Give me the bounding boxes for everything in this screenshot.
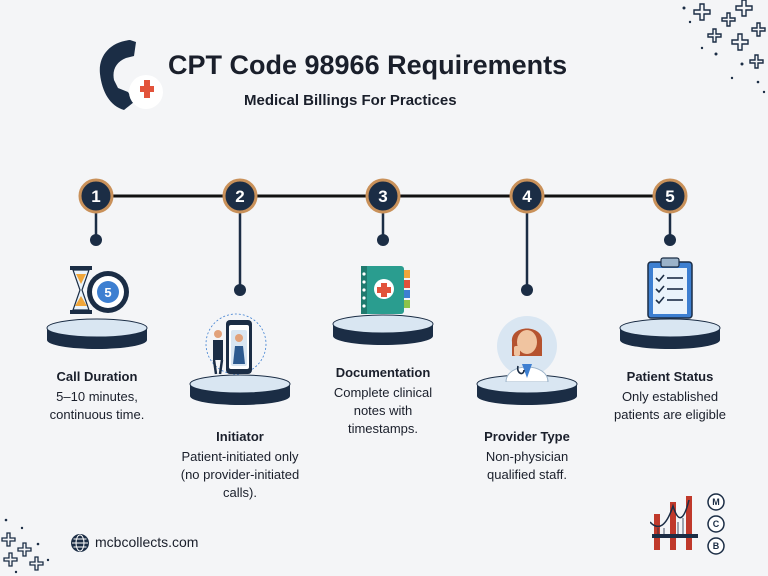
- globe-icon: [71, 534, 89, 552]
- pedestal-4: [476, 374, 578, 405]
- step-1-title: Call Duration: [56, 369, 138, 384]
- page-title: CPT Code 98966 Requirements: [168, 50, 568, 80]
- page-subtitle: Medical Billings For Practices: [244, 92, 457, 109]
- hourglass-clock-icon: 5: [70, 266, 129, 314]
- pedestal-3: [332, 314, 434, 345]
- logo-letter-b: B: [713, 541, 720, 551]
- step-3-title: Documentation: [335, 365, 431, 380]
- decorative-crosses-bottom-left: [1, 518, 50, 574]
- svg-text:5: 5: [104, 285, 111, 300]
- step-5-title: Patient Status: [626, 369, 714, 384]
- step-1-marker: 1: [78, 178, 114, 246]
- step-4-title: Provider Type: [484, 429, 570, 444]
- step-3-number: 3: [378, 187, 387, 206]
- pedestal-5: [619, 318, 721, 349]
- step-4-marker: 4: [509, 178, 545, 296]
- step-3-marker: 3: [365, 178, 401, 246]
- decorative-crosses-top-right: [682, 0, 766, 94]
- step-4-description: Non-physician qualified staff.: [485, 449, 569, 482]
- step-2-number: 2: [235, 187, 244, 206]
- nurse-icon: [497, 316, 557, 382]
- medical-notebook-icon: [361, 266, 410, 314]
- logo-letter-m: M: [712, 497, 720, 507]
- step-2-title: Initiator: [216, 429, 264, 444]
- step-5-description: Only established patients are eligible: [613, 389, 727, 422]
- step-1-number: 1: [91, 187, 100, 206]
- step-5-marker: 5: [652, 178, 688, 246]
- step-2-marker: 2: [222, 178, 258, 296]
- pedestal-1: [46, 318, 148, 349]
- phone-medical-logo: [99, 40, 163, 110]
- mobile-consult-icon: [205, 313, 267, 375]
- step-1-description: 5–10 minutes, continuous time.: [49, 389, 145, 422]
- step-3-description: Complete clinical notes with timestamps.: [333, 385, 433, 436]
- website-link[interactable]: mcbcollects.com: [95, 534, 199, 550]
- step-2-description: Patient-initiated only (no provider-init…: [180, 449, 300, 500]
- mcb-bridge-logo: M C B: [650, 493, 725, 555]
- timeline: 1 2 3 4 5: [78, 178, 688, 296]
- logo-letter-c: C: [713, 519, 720, 529]
- pedestal-2: [189, 374, 291, 405]
- step-4-number: 4: [522, 187, 532, 206]
- step-5-number: 5: [665, 187, 674, 206]
- clipboard-checklist-icon: [647, 257, 693, 319]
- pedestals: [46, 314, 721, 405]
